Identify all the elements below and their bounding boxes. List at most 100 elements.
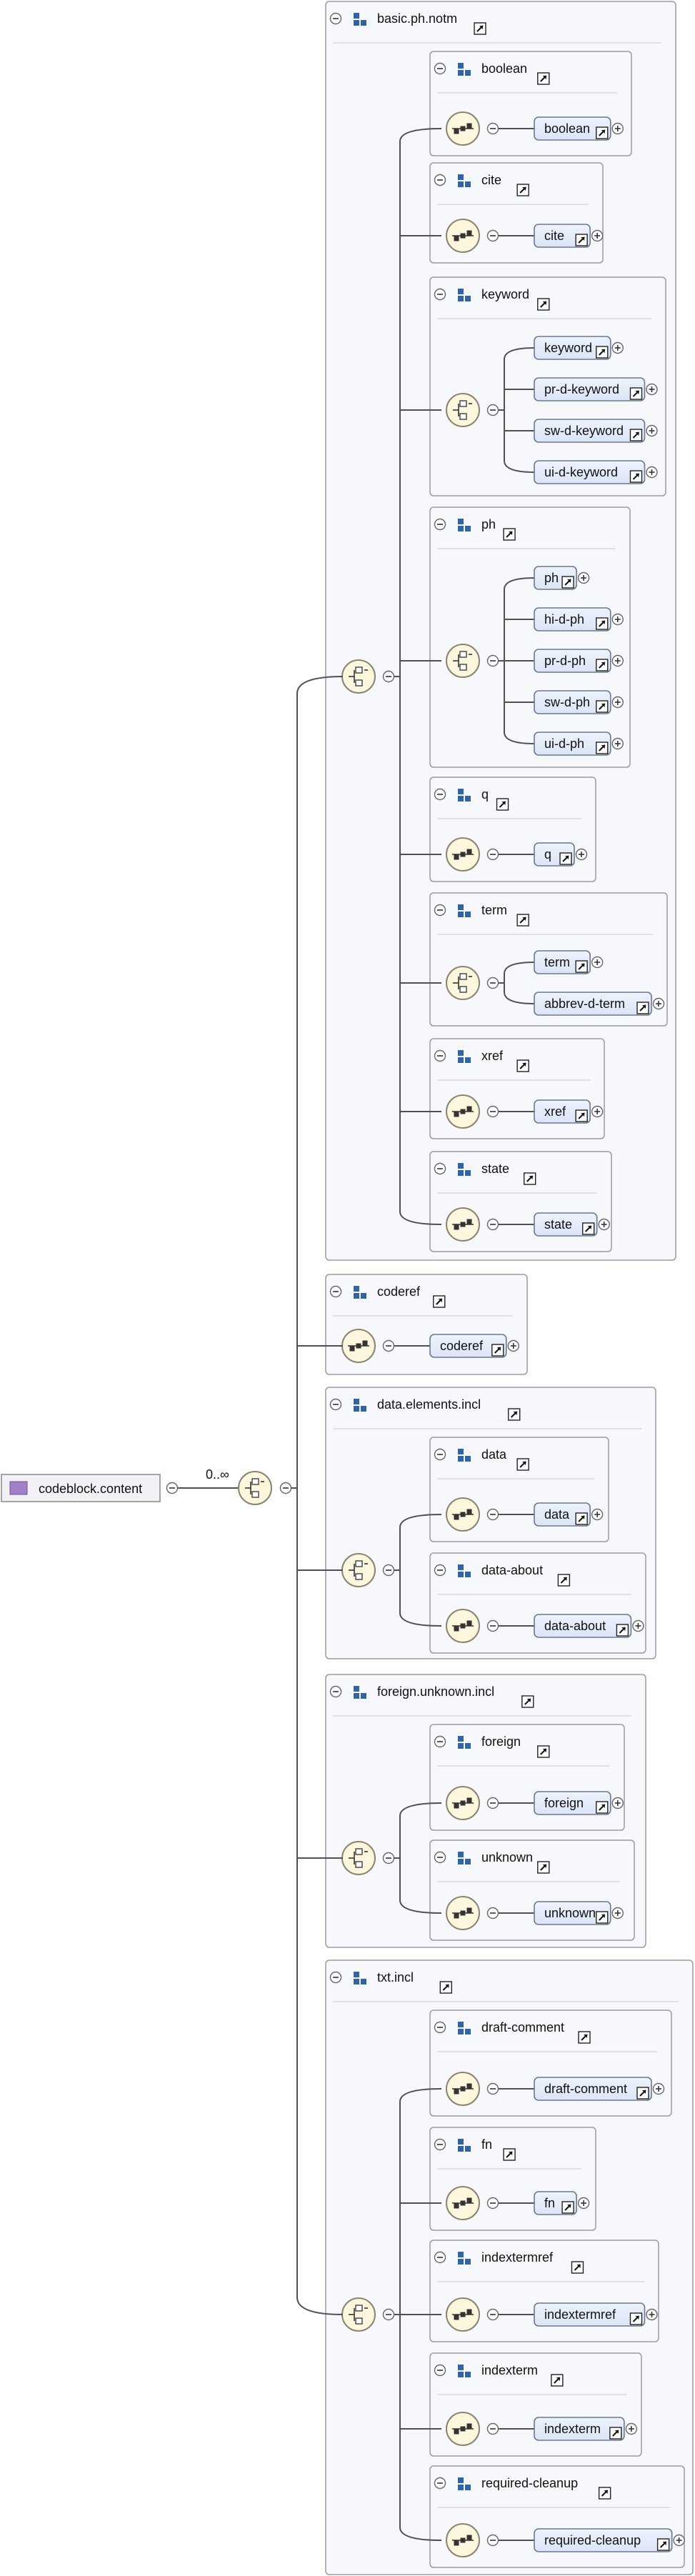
expand-icon[interactable] <box>646 383 658 396</box>
sequence-compositor-icon[interactable] <box>446 1207 480 1242</box>
group-collapse-icon[interactable] <box>329 1285 342 1298</box>
element-box[interactable] <box>534 1791 611 1815</box>
link-arrow-icon[interactable] <box>508 1408 521 1421</box>
choice-compositor-icon[interactable] <box>446 393 480 427</box>
collapse-icon[interactable] <box>382 1564 395 1577</box>
expand-icon[interactable] <box>611 696 624 709</box>
element-node[interactable]: boolean <box>534 116 624 141</box>
element-box[interactable] <box>534 336 611 360</box>
link-arrow-icon[interactable] <box>596 1801 609 1814</box>
expand-icon[interactable] <box>611 613 624 626</box>
sequence-compositor-icon[interactable] <box>446 2412 480 2446</box>
link-arrow-icon[interactable] <box>537 1861 550 1874</box>
group-collapse-icon[interactable] <box>329 12 342 25</box>
element-box[interactable] <box>534 1614 632 1638</box>
collapse-icon[interactable] <box>486 2534 499 2547</box>
element-node[interactable]: hi-d-ph <box>534 607 624 631</box>
sequence-compositor-icon[interactable] <box>446 1497 480 1532</box>
element-node[interactable]: xref <box>534 1099 604 1124</box>
link-arrow-icon[interactable] <box>578 2031 591 2044</box>
link-arrow-icon[interactable] <box>596 346 609 359</box>
element-node[interactable]: required-cleanup <box>534 2528 685 2552</box>
choice-compositor-icon[interactable] <box>446 966 480 1000</box>
group-collapse-icon[interactable] <box>434 1448 446 1461</box>
collapse-icon[interactable] <box>382 2308 395 2321</box>
collapse-icon[interactable] <box>486 1105 499 1118</box>
expand-icon[interactable] <box>611 122 624 135</box>
element-node[interactable]: indexterm <box>534 2417 638 2441</box>
element-box[interactable] <box>534 419 646 443</box>
expand-icon[interactable] <box>611 737 624 750</box>
link-arrow-icon[interactable] <box>516 1059 529 1072</box>
choice-compositor-icon[interactable] <box>341 1553 376 1587</box>
link-arrow-icon[interactable] <box>596 1911 609 1924</box>
link-arrow-icon[interactable] <box>629 429 643 441</box>
link-arrow-icon[interactable] <box>496 798 509 811</box>
expand-icon[interactable] <box>591 956 604 969</box>
group-collapse-icon[interactable] <box>329 1398 342 1411</box>
collapse-icon[interactable] <box>486 848 499 861</box>
sequence-compositor-icon[interactable] <box>446 1609 480 1643</box>
collapse-icon[interactable] <box>486 1508 499 1521</box>
expand-icon[interactable] <box>591 229 604 242</box>
sequence-compositor-icon[interactable] <box>341 1329 376 1363</box>
link-arrow-icon[interactable] <box>521 1695 534 1708</box>
link-arrow-icon[interactable] <box>596 700 609 713</box>
link-arrow-icon[interactable] <box>503 2148 516 2161</box>
element-node[interactable]: draft-comment <box>534 2077 665 2101</box>
collapse-icon[interactable] <box>486 404 499 416</box>
root-collapse-icon[interactable] <box>166 1482 179 1494</box>
expand-icon[interactable] <box>632 1619 644 1632</box>
element-box[interactable] <box>429 1334 507 1358</box>
expand-icon[interactable] <box>591 1508 604 1521</box>
element-node[interactable]: indextermref <box>534 2302 658 2327</box>
sequence-compositor-icon[interactable] <box>446 1896 480 1930</box>
expand-icon[interactable] <box>577 2197 590 2210</box>
element-box[interactable] <box>534 607 611 631</box>
choice-compositor-icon[interactable] <box>238 1471 272 1505</box>
collapse-icon[interactable] <box>486 1797 499 1809</box>
link-arrow-icon[interactable] <box>537 298 550 311</box>
link-arrow-icon[interactable] <box>575 1109 588 1122</box>
group-collapse-icon[interactable] <box>434 1162 446 1175</box>
element-node[interactable]: abbrev-d-term <box>534 992 665 1016</box>
link-arrow-icon[interactable] <box>557 1574 571 1587</box>
element-box[interactable] <box>534 377 646 401</box>
expand-icon[interactable] <box>673 2534 685 2547</box>
collapse-icon[interactable] <box>382 670 395 683</box>
choice-compositor-icon[interactable] <box>341 1841 376 1875</box>
collapse-icon[interactable] <box>486 2308 499 2321</box>
collapse-icon[interactable] <box>486 122 499 135</box>
link-arrow-icon[interactable] <box>575 1512 588 1525</box>
group-collapse-icon[interactable] <box>434 518 446 531</box>
choice-compositor-icon[interactable] <box>341 2297 376 2332</box>
link-arrow-icon[interactable] <box>596 617 609 630</box>
link-arrow-icon[interactable] <box>551 2374 564 2387</box>
element-box[interactable] <box>534 992 652 1016</box>
element-node[interactable]: ui-d-ph <box>534 732 624 756</box>
element-node[interactable]: sw-d-keyword <box>534 419 658 443</box>
group-collapse-icon[interactable] <box>434 62 446 75</box>
sequence-compositor-icon[interactable] <box>446 2523 480 2557</box>
collapse-icon[interactable] <box>486 977 499 989</box>
element-node[interactable]: data <box>534 1502 604 1527</box>
link-arrow-icon[interactable] <box>571 2261 584 2274</box>
element-node[interactable]: foreign <box>534 1791 624 1815</box>
sequence-compositor-icon[interactable] <box>446 1094 480 1129</box>
link-arrow-icon[interactable] <box>516 1458 529 1471</box>
link-arrow-icon[interactable] <box>439 1981 453 1994</box>
group-collapse-icon[interactable] <box>434 174 446 186</box>
element-box[interactable] <box>534 2528 673 2552</box>
element-box[interactable] <box>534 1901 611 1925</box>
link-arrow-icon[interactable] <box>656 2538 670 2551</box>
link-arrow-icon[interactable] <box>559 852 572 865</box>
link-arrow-icon[interactable] <box>616 1624 629 1637</box>
group-collapse-icon[interactable] <box>434 288 446 301</box>
element-node[interactable]: sw-d-ph <box>534 690 624 714</box>
element-node[interactable]: pr-d-keyword <box>534 377 658 401</box>
group-collapse-icon[interactable] <box>329 1685 342 1698</box>
collapse-icon[interactable] <box>382 1852 395 1864</box>
element-node[interactable]: ph <box>534 566 590 590</box>
link-arrow-icon[interactable] <box>575 960 588 973</box>
